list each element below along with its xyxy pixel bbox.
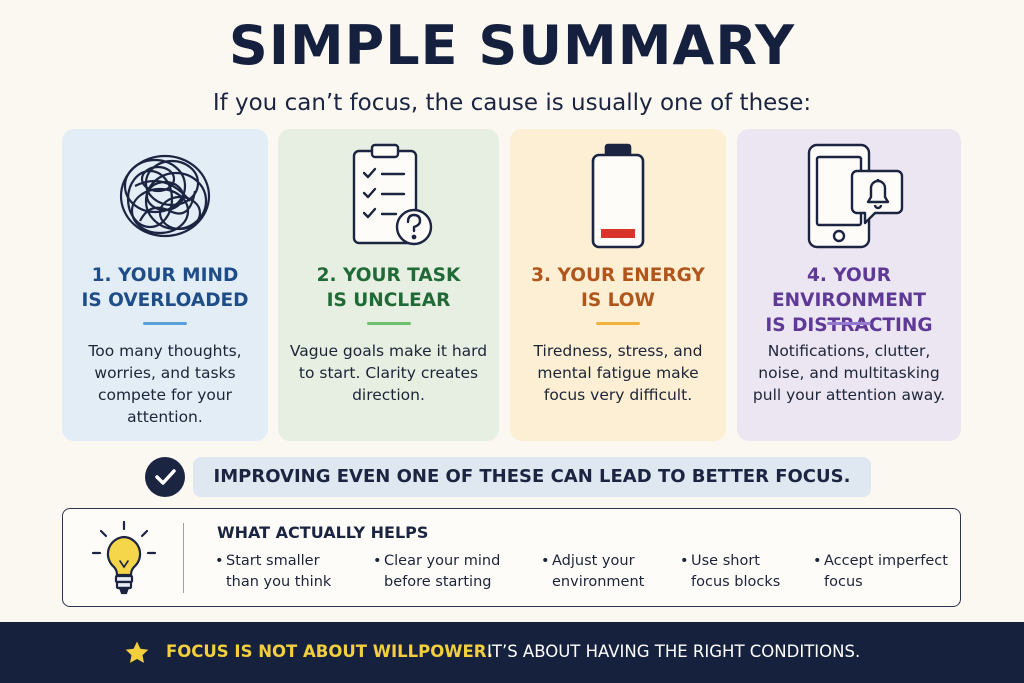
- divider: [183, 523, 184, 593]
- phone-notification-icon: [807, 143, 904, 249]
- key-takeaway-banner: IMPROVING EVEN ONE OF THESE CAN LEAD TO …: [193, 457, 871, 497]
- card-description: Tiredness, stress, and mental fatigue ma…: [533, 342, 703, 404]
- card-underline: [143, 322, 187, 325]
- cause-card-environment: 4. YOUR ENVIRONMENT IS DISTRACTING Notif…: [737, 129, 961, 441]
- lightbulb-icon: [89, 519, 159, 599]
- star-icon: [125, 641, 149, 663]
- checkmark-icon: [145, 457, 185, 497]
- card-title: 3. YOUR ENERGY IS LOW: [531, 265, 705, 311]
- tip-item: Start smaller than you think: [215, 551, 331, 593]
- helps-panel: WHAT ACTUALLY HELPS Start smaller than y…: [62, 508, 961, 607]
- cause-card-task: 2. YOUR TASK IS UNCLEAR Vague goals make…: [278, 129, 499, 441]
- card-underline: [827, 322, 871, 325]
- footer-bar: FOCUS IS NOT ABOUT WILLPOWER. IT’S ABOUT…: [0, 622, 1024, 683]
- cause-card-mind: 1. YOUR MIND IS OVERLOADED Too many thou…: [62, 129, 268, 441]
- footer-highlight: FOCUS IS NOT ABOUT WILLPOWER.: [166, 642, 494, 661]
- tip-item: Use short focus blocks: [680, 551, 780, 593]
- card-title: 1. YOUR MIND IS OVERLOADED: [81, 265, 249, 311]
- card-underline: [596, 322, 640, 325]
- cause-card-energy: 3. YOUR ENERGY IS LOW Tiredness, stress,…: [510, 129, 726, 441]
- helps-title: WHAT ACTUALLY HELPS: [217, 523, 429, 542]
- tip-item: Accept imperfect focus: [813, 551, 948, 593]
- card-underline: [366, 322, 411, 325]
- page-title: SIMPLE SUMMARY: [228, 14, 796, 77]
- card-description: Vague goals make it hard to start. Clari…: [289, 342, 488, 404]
- card-title: 4. YOUR ENVIRONMENT IS DISTRACTING: [765, 265, 933, 336]
- tip-item: Clear your mind before starting: [373, 551, 500, 593]
- clipboard-question-icon: [352, 143, 432, 246]
- page-subtitle: If you can’t focus, the cause is usually…: [212, 90, 812, 116]
- footer-message: IT’S ABOUT HAVING THE RIGHT CONDITIONS.: [487, 642, 861, 661]
- tangled-scribble-icon: [119, 154, 211, 238]
- card-description: Too many thoughts, worries, and tasks co…: [88, 342, 242, 426]
- card-title: 2. YOUR TASK IS UNCLEAR: [316, 265, 461, 311]
- card-description: Notifications, clutter, noise, and multi…: [752, 342, 946, 404]
- tip-item: Adjust your environment: [541, 551, 644, 593]
- low-battery-icon: [591, 143, 645, 249]
